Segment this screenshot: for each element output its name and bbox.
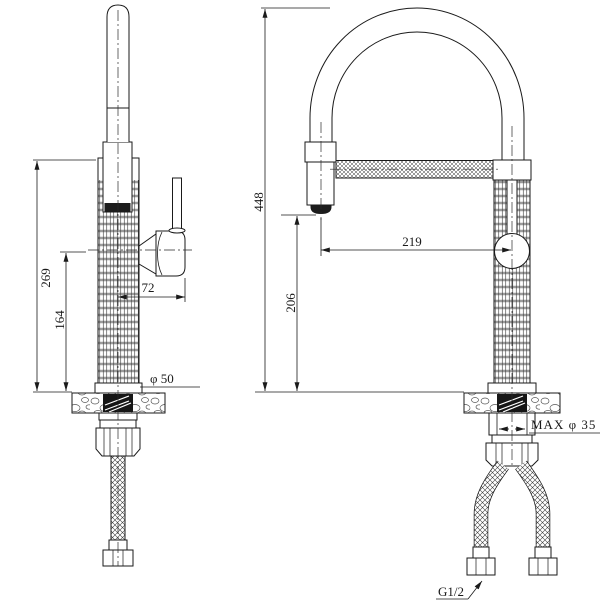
dim-spout-reach (320, 218, 511, 256)
label-max-hole: MAX φ 35 (531, 417, 596, 432)
front-supply-hoses (473, 460, 551, 549)
front-hose-collar-right (534, 546, 552, 559)
label-spout-reach: 219 (402, 234, 422, 249)
side-sprayhead-seal (104, 203, 131, 212)
centerlines (88, 10, 513, 566)
side-column-knurl (98, 180, 139, 383)
side-sprayhead-housing (102, 141, 133, 213)
label-body-height: 269 (38, 268, 53, 288)
front-sprayhead-body (306, 161, 335, 206)
front-sprayhead-collar (304, 141, 337, 163)
dim-max-hole (499, 426, 600, 434)
dim-body-height (33, 159, 96, 391)
dimension-labels: 269 164 72 φ 50 448 206 219 MAX φ 35 G1/… (38, 192, 596, 599)
side-threaded-shank (103, 394, 133, 413)
label-base-height: 164 (52, 310, 67, 330)
side-base-flange (94, 382, 143, 394)
front-gooseneck-arch (309, 7, 525, 160)
dim-overall-height (261, 7, 330, 391)
leader-connector-thread (436, 580, 483, 600)
label-base-diameter: φ 50 (150, 371, 174, 386)
side-view (71, 4, 186, 567)
dimensions (33, 7, 600, 600)
side-handle-lever-base (168, 227, 186, 234)
dim-handle-reach (118, 278, 186, 302)
label-handle-reach: 72 (142, 280, 155, 295)
label-spout-height: 206 (283, 293, 298, 313)
side-handle-body (155, 230, 186, 277)
side-handle-joint (138, 233, 157, 275)
side-handle-body-curve (157, 231, 163, 276)
side-handle-lever (172, 177, 182, 231)
front-view (304, 7, 561, 576)
front-hose-collar-left (472, 546, 490, 559)
label-connector-thread: G1/2 (438, 584, 464, 599)
dim-base-height (60, 251, 86, 391)
dim-spout-height (281, 214, 316, 391)
front-hex-fitting-left (466, 557, 496, 576)
label-overall-height: 448 (251, 192, 266, 212)
front-hex-fitting-right (528, 557, 558, 576)
